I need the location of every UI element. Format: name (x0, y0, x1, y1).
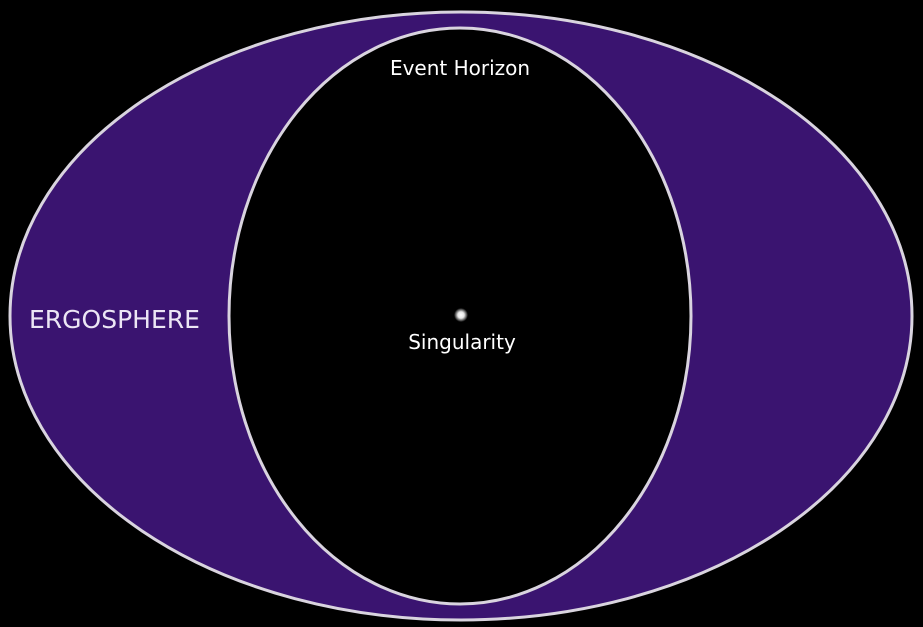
singularity-point (454, 308, 468, 322)
ergosphere-label: ERGOSPHERE (29, 305, 200, 334)
event-horizon-label: Event Horizon (389, 56, 531, 80)
singularity-label: Singularity (408, 330, 516, 354)
